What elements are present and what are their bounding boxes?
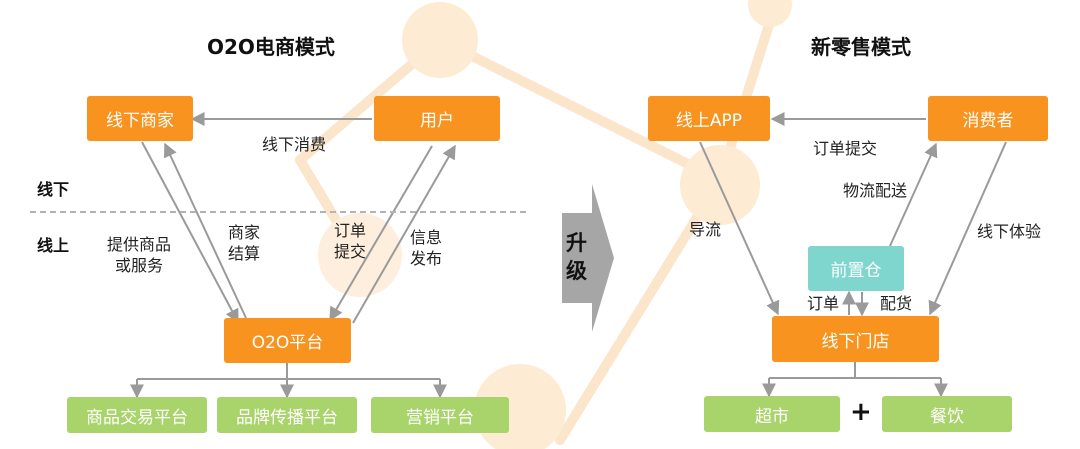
offline-store-node: 线下门店 <box>772 316 939 362</box>
online-app-node: 线上APP <box>648 96 770 141</box>
offline-merchant-node: 线下商家 <box>87 96 193 141</box>
zone-offline-label: 线下 <box>37 180 70 199</box>
brand-platform-node: 品牌传播平台 <box>217 397 357 433</box>
label-provide-goods: 提供商品 或服务 <box>107 235 172 275</box>
label-nr-order: 订单 <box>807 294 840 313</box>
front-warehouse-node: 前置仓 <box>808 246 904 291</box>
marketing-platform-node: 营销平台 <box>371 397 509 433</box>
upgrade-label: 升 级 <box>566 231 587 283</box>
user-node: 用户 <box>374 96 500 141</box>
label-order-submit: 订单 提交 <box>334 221 367 261</box>
dining-node: 餐饮 <box>882 396 1012 432</box>
label-info-publish: 信息 发布 <box>410 228 443 268</box>
plus-icon: + <box>850 397 872 427</box>
zone-online-label: 线上 <box>37 236 70 255</box>
label-nr-distribution: 配货 <box>880 294 913 313</box>
label-nr-offline-experience: 线下体验 <box>977 222 1042 241</box>
o2o-platform-node: O2O平台 <box>224 318 351 363</box>
label-nr-traffic: 导流 <box>689 220 722 239</box>
label-nr-logistics: 物流配送 <box>843 181 908 200</box>
label-nr-order-submit: 订单提交 <box>813 139 878 158</box>
consumer-node: 消费者 <box>928 96 1048 141</box>
label-merchant-settle: 商家 结算 <box>228 223 261 263</box>
trade-platform-node: 商品交易平台 <box>67 397 207 433</box>
new-retail-title: 新零售模式 <box>811 35 911 59</box>
label-offline-consume: 线下消费 <box>262 135 327 154</box>
o2o-title: O2O电商模式 <box>207 35 335 59</box>
supermarket-node: 超市 <box>704 396 840 432</box>
